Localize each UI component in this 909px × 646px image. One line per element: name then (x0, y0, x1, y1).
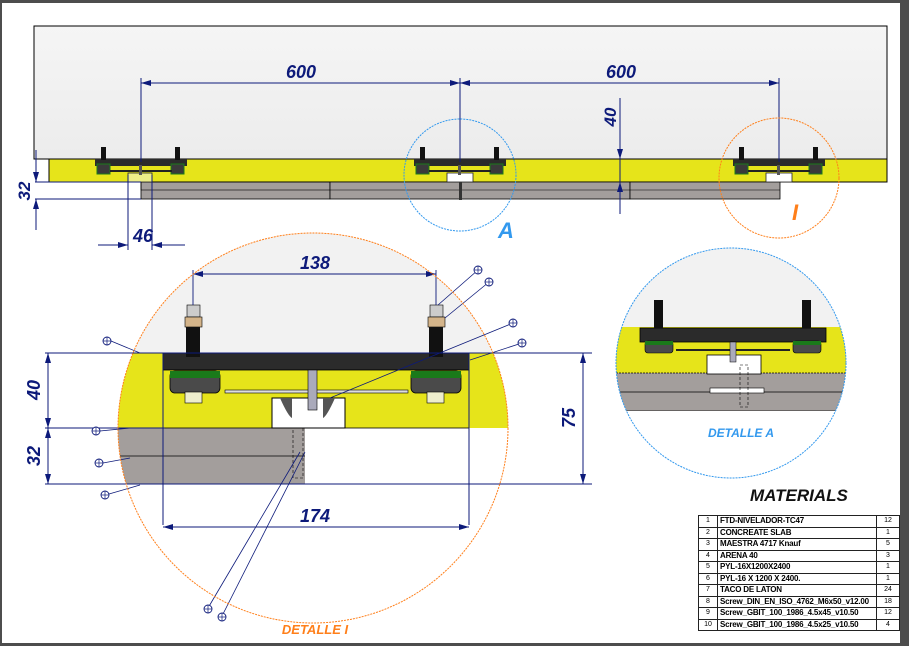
detail-a-marker: A (497, 218, 514, 243)
item-quantity: 1 (876, 561, 900, 574)
detail-i-title: DETALLE I (282, 622, 349, 637)
item-description: Screw_DIN_EN_ISO_4762_M6x50_v12.00 (717, 595, 877, 608)
item-description: PYL-16X1200X2400 (717, 561, 877, 574)
leveler-2 (414, 147, 506, 200)
leveler-plate (162, 352, 470, 371)
board-layer-1 (140, 181, 331, 200)
detail-i-view: 40 32 75 138 174 (24, 232, 592, 637)
item-description: Screw_GBIT_100_1986_4.5x25_v10.50 (717, 618, 877, 631)
dim-75: 75 (559, 407, 579, 428)
dim-40-detail: 40 (24, 380, 44, 401)
board-layer-2 (329, 181, 631, 200)
dim-40-top: 40 (601, 107, 620, 127)
detail-i-circle[interactable] (718, 117, 840, 239)
item-number: 2 (698, 526, 718, 539)
item-number: 7 (698, 584, 718, 597)
detail-a-view: DETALLE A (615, 247, 847, 479)
detail-a-circle[interactable] (403, 118, 517, 232)
item-quantity: 12 (876, 515, 900, 528)
dim-600-left: 600 (286, 62, 316, 82)
leveler-3 (733, 147, 825, 183)
item-number: 4 (698, 549, 718, 562)
item-quantity: 4 (876, 618, 900, 631)
materials-title: MATERIALS (750, 486, 848, 505)
detail-a-outline (615, 247, 847, 479)
detail-a-title: DETALLE A (708, 426, 774, 440)
item-quantity: 24 (876, 584, 900, 597)
leveler-1 (95, 147, 187, 183)
dim-138: 138 (300, 253, 330, 273)
item-description: CONCREATE SLAB (717, 526, 877, 539)
board-layer-3 (629, 181, 781, 200)
item-description: PYL-16 X 1200 X 2400. (717, 572, 877, 585)
dim-46: 46 (132, 226, 154, 246)
item-description: ARENA 40 (717, 549, 877, 562)
detail-i-marker: I (792, 200, 799, 225)
item-number: 3 (698, 538, 718, 551)
drawing-sheet: 600 600 40 32 46 A I (2, 3, 900, 643)
dim-32-detail: 32 (24, 446, 44, 466)
technical-drawing: 600 600 40 32 46 A I (15, 25, 888, 637)
item-quantity: 3 (876, 549, 900, 562)
item-number: 8 (698, 595, 718, 608)
balloon-leaders (99, 269, 523, 617)
item-number: 9 (698, 607, 718, 620)
item-number: 5 (698, 561, 718, 574)
item-description: TACO DE LATON (717, 584, 877, 597)
item-number: 1 (698, 515, 718, 528)
dim-174: 174 (300, 506, 330, 526)
dim-32-top: 32 (15, 181, 34, 200)
item-number: 10 (698, 618, 718, 631)
dim-600-right: 600 (606, 62, 636, 82)
item-description: Screw_GBIT_100_1986_4.5x45_v10.50 (717, 607, 877, 620)
section-view: 600 600 40 32 46 A I (15, 25, 888, 250)
item-number: 6 (698, 572, 718, 585)
item-quantity: 12 (876, 607, 900, 620)
item-description: FTD-NIVELADOR-TC47 (717, 515, 877, 528)
item-quantity: 1 (876, 572, 900, 585)
item-quantity: 5 (876, 538, 900, 551)
item-quantity: 18 (876, 595, 900, 608)
detail-i-outline (117, 232, 509, 624)
item-quantity: 1 (876, 526, 900, 539)
item-description: MAESTRA 4717 Knauf (717, 538, 877, 551)
